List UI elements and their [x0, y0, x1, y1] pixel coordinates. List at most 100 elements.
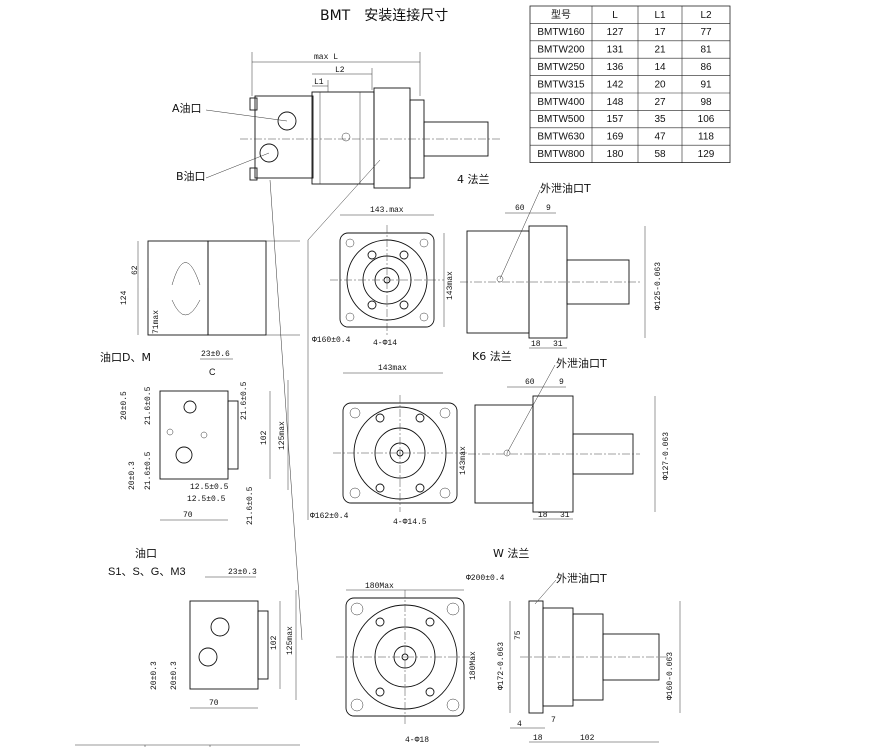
dim-20-03: 20±0.3 [128, 461, 137, 490]
drawing-title: BMT 安装连接尺寸 [320, 7, 448, 24]
dim-31-b: 31 [560, 511, 570, 520]
spec-table-cell: 21 [654, 45, 666, 56]
dim-60-a: 60 [515, 204, 525, 213]
spec-table-cell: 58 [654, 149, 666, 160]
dim-21-6-c: 21.6±0.5 [144, 451, 153, 490]
dim-180max: 180Max [365, 582, 394, 591]
spec-table-cell: 14 [654, 62, 666, 73]
dim-20-05: 20±0.5 [120, 391, 129, 420]
dim-23-03: 23±0.3 [228, 568, 257, 577]
dim-21-6-a: 21.6±0.5 [144, 386, 153, 425]
spec-table-cell: BMTW500 [537, 114, 585, 125]
dim-20-03-c: 20±0.3 [170, 661, 179, 690]
dim-21-6-b: 21.6±0.5 [240, 381, 249, 420]
dim-4: 4 [517, 720, 522, 729]
dim-4-d14-5: 4-Φ14.5 [393, 518, 427, 527]
dim-12-5-a: 12.5±0.5 [190, 483, 229, 492]
dim-max-l: max L [314, 53, 338, 62]
spec-table-cell: 129 [698, 149, 715, 160]
label-drain-2: 外泄油口T [556, 356, 607, 370]
dim-d125: Φ125-0.063 [654, 262, 663, 310]
dim-143max-a: 143.max [370, 206, 404, 215]
spec-table-cell: 20 [654, 79, 666, 90]
dim-4-d14: 4-Φ14 [373, 339, 397, 348]
dim-d162: Φ162±0.4 [310, 512, 349, 521]
spec-table-cell: 142 [607, 79, 624, 90]
dim-d200: Φ200±0.4 [466, 574, 505, 583]
dim-180max-v: 180Max [469, 651, 478, 680]
dim-124: 124 [120, 290, 129, 305]
dim-102-a: 102 [260, 430, 269, 445]
spec-table-cell: BMTW250 [537, 62, 585, 73]
spec-table-cell: 131 [607, 45, 624, 56]
dim-102-c: 102 [580, 734, 595, 743]
dim-23-06: 23±0.6 [201, 350, 230, 359]
spec-table-cell: BMTW160 [537, 27, 585, 38]
flange-w-front: W 法兰 180Max Φ200±0.4 180Max 4-Φ18 [336, 546, 529, 745]
body-side-view: 124 62 71max [120, 240, 300, 336]
spec-table-header: L1 [654, 10, 666, 21]
spec-table-cell: 81 [700, 45, 712, 56]
spec-table-cell: 180 [607, 149, 624, 160]
spec-table-header: L [612, 10, 618, 21]
spec-table-cell: 91 [700, 79, 712, 90]
dim-125max-a: 125max [278, 421, 287, 450]
spec-table-cell: 157 [607, 114, 624, 125]
label-port-a: A油口 [172, 101, 202, 115]
spec-table-cell: BMTW315 [537, 79, 585, 90]
spec-table-header: L2 [700, 10, 712, 21]
label-flange-4: 4 法兰 [457, 172, 490, 186]
label-drain-1: 外泄油口T [540, 181, 591, 195]
dim-7: 7 [551, 716, 556, 725]
port-dm-view: 油口D、M 23±0.6 C 70 12.5±0.5 12.5±0.5 20±0… [100, 350, 289, 525]
dim-l2: L2 [335, 66, 345, 75]
flange-k6-side: 外泄油口T 60 9 18 31 Φ127-0.063 [468, 356, 671, 520]
spec-table-cell: 47 [654, 132, 666, 143]
spec-table-cell: BMTW200 [537, 45, 585, 56]
label-port-s1-b: S1、S、G、M3 [108, 566, 186, 578]
dim-125max-b: 125max [286, 626, 295, 655]
label-flange-w: W 法兰 [493, 546, 529, 560]
spec-table-cell: 118 [698, 132, 714, 143]
label-port-s1-a: 油口 [135, 546, 157, 560]
spec-table-cell: 169 [607, 132, 624, 143]
spec-table-border [529, 5, 731, 164]
label-flange-k6: K6 法兰 [472, 349, 512, 363]
dim-9-b: 9 [559, 378, 564, 387]
spec-table-cell: 77 [700, 27, 712, 38]
dim-12-5-b: 12.5±0.5 [187, 495, 226, 504]
dim-l1: L1 [314, 78, 324, 87]
dim-62: 62 [131, 265, 140, 275]
dim-31-a: 31 [553, 340, 563, 349]
dim-18-a: 18 [531, 340, 541, 349]
spec-table-cell: BMTW630 [537, 132, 585, 143]
dim-18-c: 18 [533, 734, 543, 743]
dim-d160: Φ160±0.4 [312, 336, 351, 345]
dim-18-b: 18 [538, 511, 548, 520]
dim-70-a: 70 [183, 511, 193, 520]
dim-143max-b: 143max [378, 364, 407, 373]
dim-143max-v1: 143max [446, 271, 455, 300]
spec-table-cell: BMTW800 [537, 149, 585, 160]
dim-60-b: 60 [525, 378, 535, 387]
spec-table-header: 型号 [551, 8, 571, 21]
label-port-b: B油口 [176, 169, 206, 183]
spec-table-cell: 127 [607, 27, 624, 38]
dim-143max-v2: 143max [459, 446, 468, 475]
spec-table-cell: BMTW400 [537, 97, 585, 108]
flange-k6-front: K6 法兰 143max 143max Φ162±0.4 4-Φ14.5 [310, 349, 512, 527]
spec-table-cell: 136 [607, 62, 624, 73]
dim-d160b: Φ160-0.063 [666, 652, 675, 700]
flange-4-front: 4 法兰 143.max 143max Φ160±0.4 4-Φ14 [312, 172, 490, 348]
spec-table-cell: 148 [607, 97, 624, 108]
motor-side-view: max L L2 L1 A油口 B油口 [172, 52, 500, 641]
spec-table-cell: 106 [698, 114, 715, 125]
spec-table-cell: 35 [654, 114, 666, 125]
dim-9-a: 9 [546, 204, 551, 213]
spec-table-cell: 27 [654, 97, 666, 108]
dim-102-b: 102 [270, 635, 279, 650]
dim-20-03-b: 20±0.3 [150, 661, 159, 690]
port-s1-view: 油口 S1、S、G、M3 23±0.3 70 20±0.3 20±0.3 102… [108, 546, 297, 709]
label-drain-3: 外泄油口T [556, 571, 607, 585]
